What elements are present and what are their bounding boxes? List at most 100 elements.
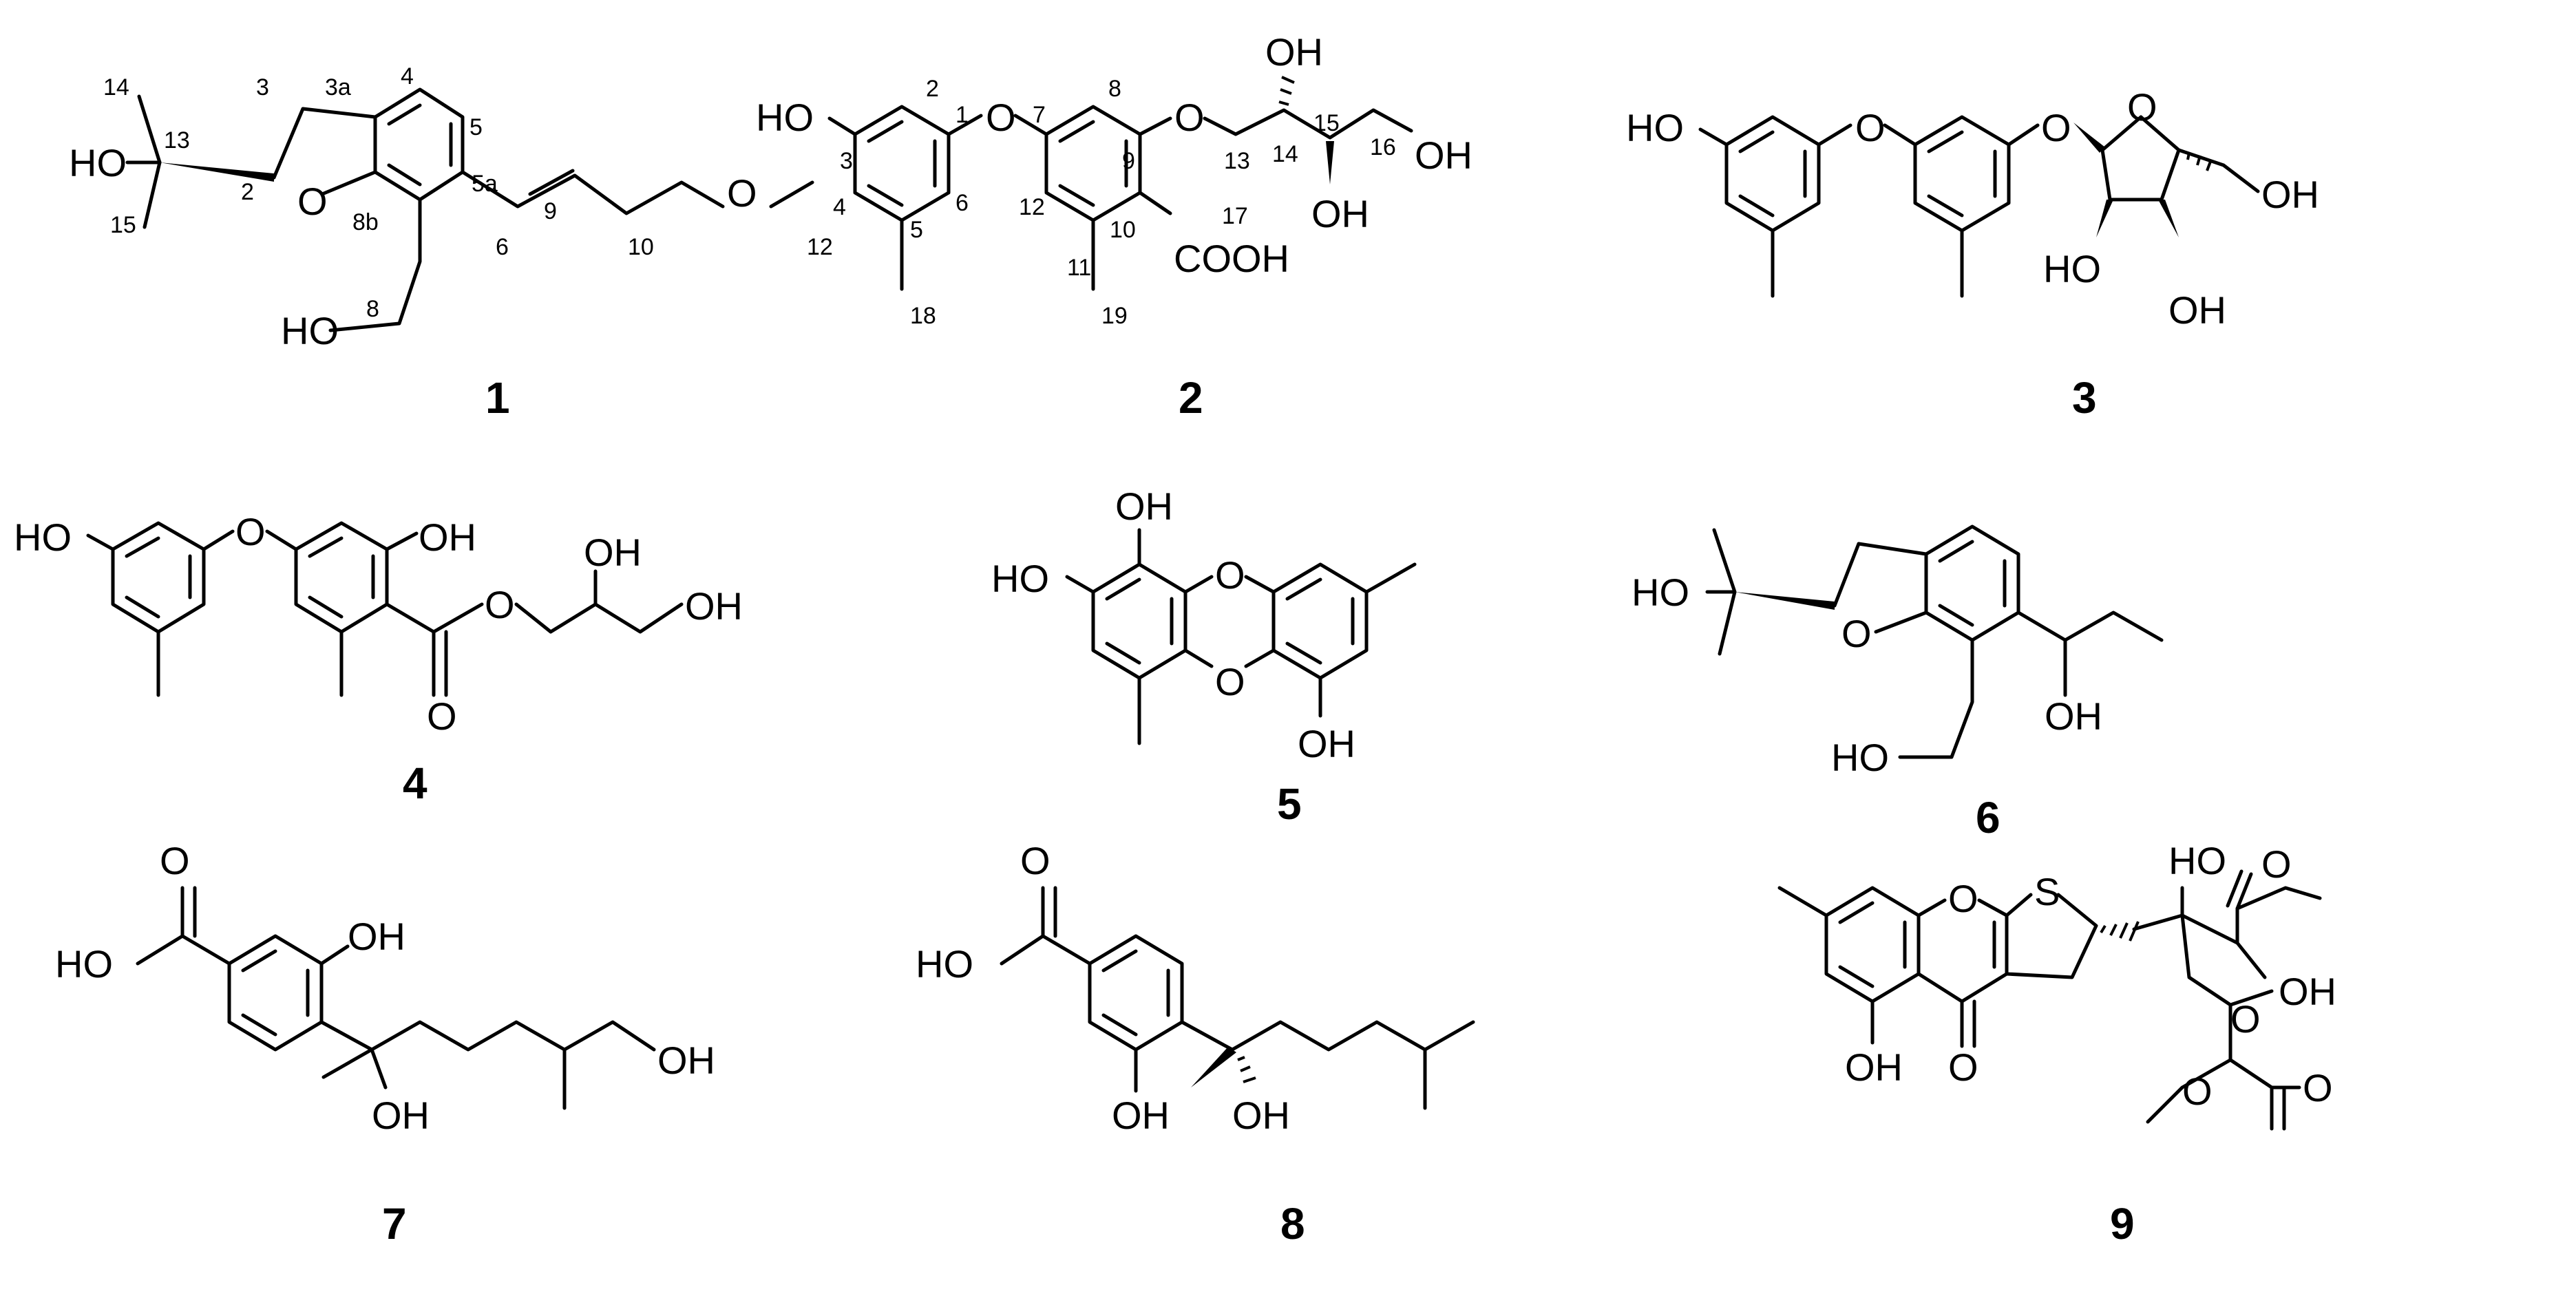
compound-3-label: 3 (2072, 373, 2097, 423)
compound-2-atom-2: O (986, 96, 1016, 139)
compound-2-num-12: 12 (1019, 194, 1045, 220)
compound-3-atom-3: O (2041, 106, 2071, 149)
compound-1-num-8: 8 (366, 296, 379, 322)
compound-4: HO O OH O O OH OH 4 (14, 510, 743, 808)
compound-7-atom-3: OH (348, 915, 405, 958)
compound-8-atom-2: HO (916, 942, 973, 986)
compound-2-atom-1: HO (756, 96, 814, 139)
compound-1: HO O HO O 14 13 15 2 3 3a 4 5 5a 6 9 10 … (69, 63, 833, 423)
compound-6-atom-1: HO (1632, 571, 1689, 614)
compound-9-atom-6: O (1948, 1045, 1978, 1089)
compound-2-atom-6: OH (1415, 134, 1472, 177)
compound-2-num-6: 6 (956, 190, 969, 216)
compound-9-atom-3: HO (2168, 839, 2226, 882)
compound-2-atom-7: COOH (1174, 237, 1289, 280)
compound-6-atom-3: HO (1831, 736, 1889, 779)
compound-6: HO O HO OH 6 (1632, 524, 2164, 842)
compound-2-num-7: 7 (1033, 102, 1046, 128)
compound-7: O HO OH OH OH 7 (55, 839, 715, 1249)
compound-2: HO O O OH OH OH COOH 2 1 3 4 5 6 18 7 8 … (756, 30, 1472, 423)
compound-9-atom-8: OH (2279, 970, 2336, 1013)
compound-2-num-16: 16 (1370, 134, 1396, 160)
compound-1-num-13: 13 (164, 127, 190, 153)
compound-1-num-5a: 5a (472, 171, 498, 197)
compound-2-num-13: 13 (1224, 148, 1250, 174)
compound-3-atom-4: O (2127, 85, 2157, 129)
compound-2-num-14: 14 (1272, 141, 1298, 167)
compound-1-num-3: 3 (256, 74, 269, 100)
compound-4-atom-2: O (235, 510, 266, 553)
compound-2-num-9: 9 (1122, 148, 1135, 174)
compound-1-atom-2: O (297, 180, 328, 223)
compound-4-atom-1: HO (14, 516, 72, 559)
compound-2-num-18: 18 (910, 303, 936, 329)
compound-8-atom-4: OH (1232, 1094, 1290, 1137)
compound-9-atom-10: O (2303, 1066, 2333, 1109)
compound-9-atom-2: S (2034, 870, 2060, 913)
compound-7-atom-4: OH (372, 1094, 430, 1137)
compound-4-atom-4: O (485, 583, 515, 626)
compound-7-label: 7 (382, 1199, 407, 1249)
compound-5-atom-3: O (1215, 553, 1245, 597)
compound-8: O HO OH OH 8 (916, 839, 1475, 1249)
compound-9-atom-7: OH (1845, 1045, 1903, 1089)
compound-6-atom-4: OH (2045, 694, 2102, 738)
compound-6-atom-2: O (1841, 612, 1872, 655)
compound-2-num-11: 11 (1067, 255, 1091, 281)
compound-1-atom-3: HO (281, 309, 339, 352)
compound-1-num-2: 2 (241, 179, 254, 205)
compound-9-atom-4: O (2261, 842, 2292, 886)
compound-1-num-3a: 3a (325, 74, 351, 100)
compound-4-label: 4 (403, 758, 427, 808)
compound-3: HO O O O OH HO OH 3 (1626, 85, 2319, 423)
compound-1-num-5: 5 (469, 114, 483, 140)
compound-2-num-17: 17 (1222, 203, 1248, 229)
compound-5-atom-2: HO (991, 557, 1049, 600)
compound-1-num-9: 9 (544, 198, 557, 224)
compound-2-num-4: 4 (833, 194, 846, 220)
compound-1-atom-1: HO (69, 141, 127, 184)
compound-9-label: 9 (2110, 1199, 2135, 1249)
compound-4-atom-3: OH (419, 516, 476, 559)
compound-7-atom-2: HO (55, 942, 113, 986)
compound-2-num-5: 5 (910, 217, 923, 243)
compound-1-num-12: 12 (807, 234, 833, 260)
compound-2-num-3: 3 (840, 148, 853, 174)
compound-2-atom-5: OH (1311, 192, 1369, 235)
compound-3-atom-5: OH (2261, 173, 2319, 216)
compound-9-atom-5: O (2230, 997, 2261, 1041)
compound-9-atom-9: O (2182, 1070, 2213, 1113)
compound-2-num-1: 1 (956, 102, 969, 128)
compound-2-num-2: 2 (926, 76, 939, 102)
compound-5-atom-5: OH (1298, 722, 1355, 765)
compound-8-label: 8 (1280, 1199, 1305, 1249)
compound-1-num-14: 14 (103, 74, 129, 100)
compound-6-label: 6 (1976, 793, 2000, 842)
compound-2-atom-4: OH (1265, 30, 1323, 74)
compound-1-num-4: 4 (401, 63, 414, 89)
compound-2-num-8: 8 (1108, 76, 1121, 102)
compound-5: OH HO O O OH 5 (991, 485, 1417, 829)
compound-2-atom-3: O (1174, 96, 1205, 139)
compound-7-atom-1: O (160, 839, 190, 882)
compound-5-atom-1: OH (1115, 485, 1173, 528)
compound-1-num-8b: 8b (352, 209, 379, 235)
compound-8-atom-3: OH (1112, 1094, 1170, 1137)
compound-8-atom-1: O (1020, 839, 1051, 882)
compound-4-atom-6: OH (584, 531, 642, 574)
compound-4-atom-7: OH (685, 584, 743, 628)
compound-1-atom-4: O (727, 171, 757, 215)
compound-7-atom-5: OH (657, 1039, 715, 1082)
compound-4-atom-5: O (427, 694, 457, 738)
compound-2-num-19: 19 (1101, 303, 1128, 329)
compound-3-atom-7: OH (2168, 288, 2226, 332)
compound-3-atom-1: HO (1626, 106, 1684, 149)
compound-1-num-10: 10 (628, 234, 654, 260)
compound-2-num-10: 10 (1110, 217, 1136, 243)
compound-1-num-6: 6 (496, 234, 509, 260)
compound-1-num-15: 15 (110, 212, 136, 238)
compound-2-label: 2 (1179, 373, 1203, 423)
compound-9: O S HO O O O OH OH O O 9 (1777, 839, 2336, 1249)
